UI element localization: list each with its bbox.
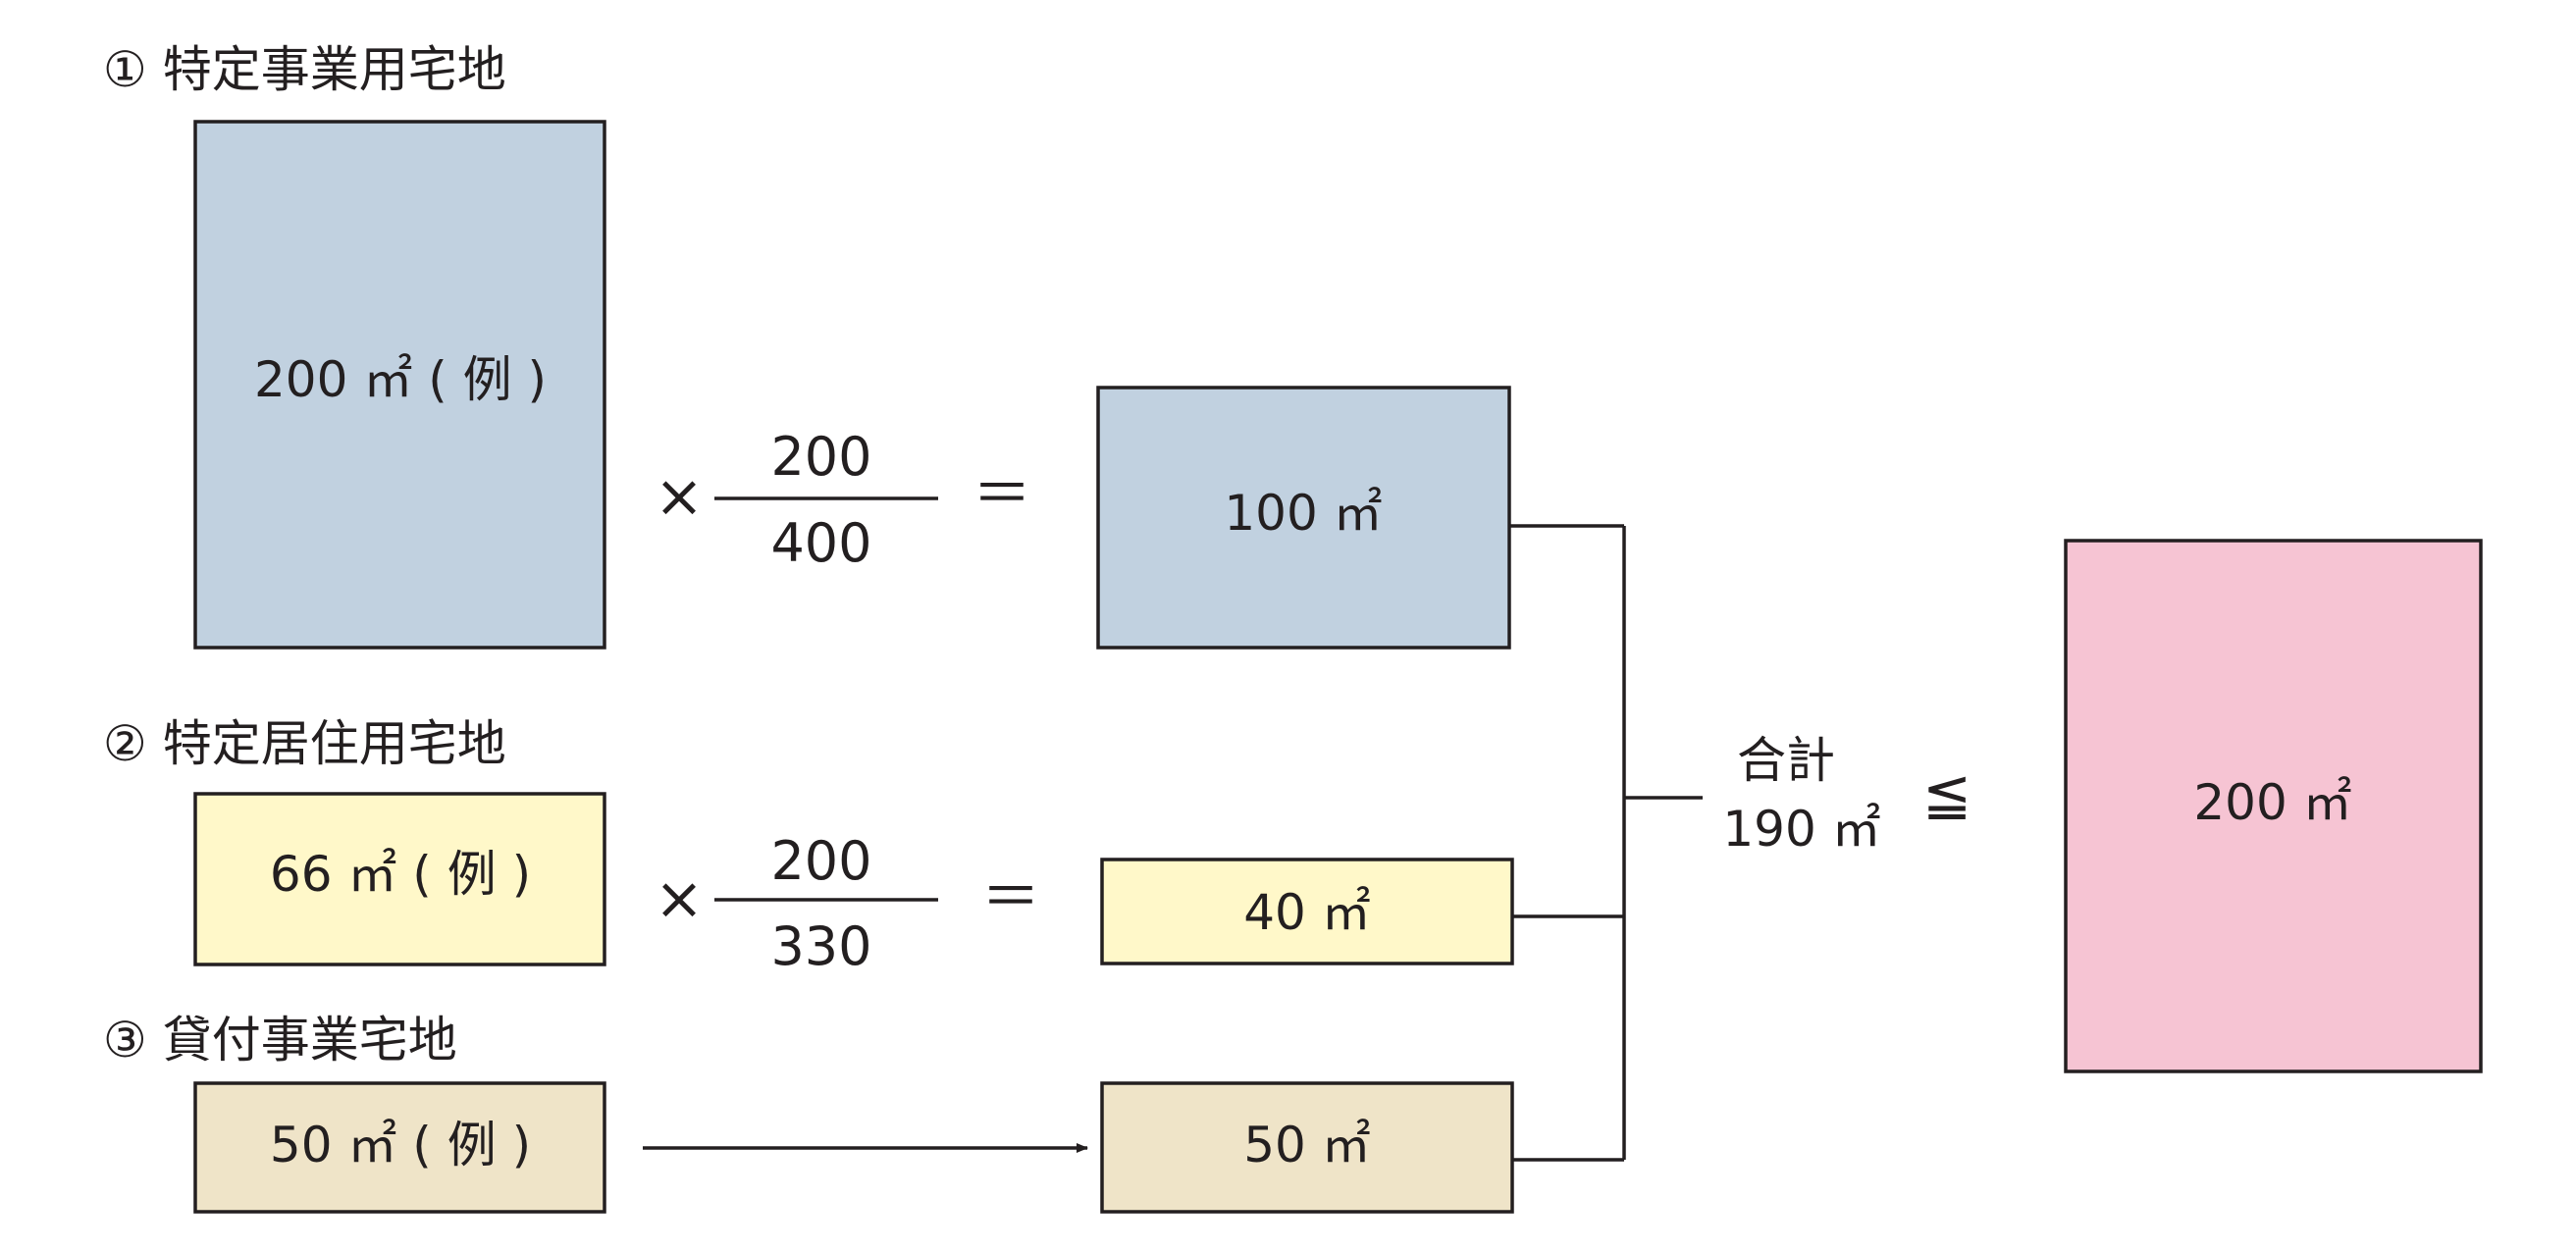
section-1-result-label: 100 ㎡: [1224, 485, 1382, 542]
section-2-times-operator: ×: [655, 864, 704, 933]
section-1-source-box: [193, 120, 606, 650]
section-3-result-label: 50 ㎡: [1243, 1117, 1371, 1173]
section-3-source-label: 50 ㎡ ( 例 ): [270, 1117, 531, 1173]
less-equal-symbol: ≦: [1922, 760, 1971, 829]
section-2-equals-operator: ＝: [981, 863, 1040, 932]
section-2-source-box: [193, 792, 606, 966]
section-1-times-operator: ×: [655, 462, 704, 531]
total-value: 190 ㎡: [1722, 801, 1880, 858]
limit-box: [2064, 539, 2483, 1073]
section-1-heading: ① 特定事業用宅地: [103, 41, 506, 98]
section-2-heading: ② 特定居住用宅地: [103, 715, 506, 772]
limit-label: 200 ㎡: [2193, 774, 2351, 831]
section-1-source-label: 200 ㎡ ( 例 ): [254, 351, 547, 408]
section-3-source-box: [193, 1081, 606, 1214]
section-3-heading: ③ 貸付事業宅地: [103, 1012, 457, 1069]
section-2-source-label: 66 ㎡ ( 例 ): [270, 846, 531, 903]
total-label: 合計: [1737, 732, 1835, 789]
section-1-result-box: [1096, 386, 1511, 650]
section-1-fraction-denominator: 400: [770, 512, 871, 574]
section-3-result-box: [1100, 1081, 1514, 1214]
section-1-equals-operator: ＝: [973, 460, 1031, 529]
section-2-result-label: 40 ㎡: [1243, 884, 1371, 941]
section-2-result-box: [1100, 858, 1514, 965]
section-2-fraction-numerator: 200: [770, 830, 871, 892]
section-1-fraction-numerator: 200: [770, 426, 871, 488]
section-2-fraction-denominator: 330: [770, 915, 871, 977]
